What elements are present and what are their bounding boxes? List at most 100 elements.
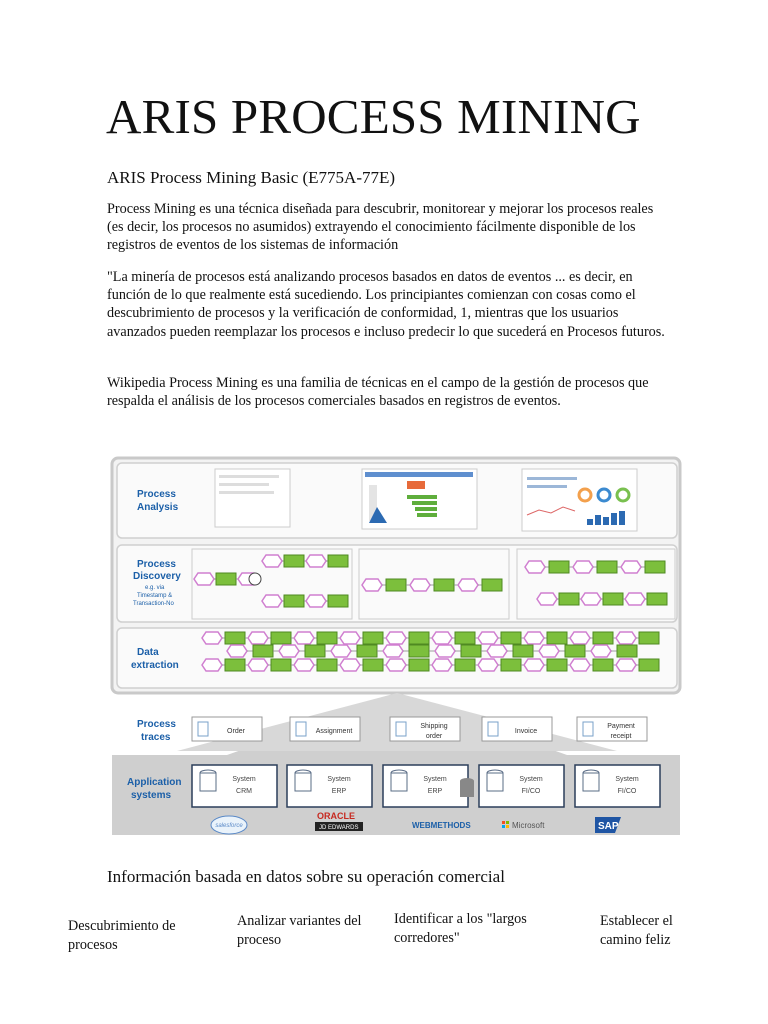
event-node xyxy=(580,592,602,606)
function-node xyxy=(327,554,349,568)
event-node xyxy=(201,658,223,672)
page-title: ARIS PROCESS MINING xyxy=(106,89,641,144)
feature-happy-path: Establecer el camino feliz xyxy=(600,913,673,948)
paragraph-definition: Process Mining es una técnica diseñada p… xyxy=(107,201,654,254)
vendor-logo: ORACLE xyxy=(317,811,355,821)
discovery-label-2: Discovery xyxy=(133,571,181,582)
function-node xyxy=(592,658,614,672)
event-node xyxy=(524,560,546,574)
analysis-screenshot-2 xyxy=(361,468,478,530)
function-node xyxy=(408,658,430,672)
function-node xyxy=(460,644,482,658)
vendor-logo: Microsoft xyxy=(512,821,545,830)
trace-label: receipt xyxy=(610,733,631,740)
function-node xyxy=(646,592,668,606)
event-node xyxy=(382,644,404,658)
trace-label: Assignment xyxy=(316,728,353,735)
function-node xyxy=(454,658,476,672)
function-node xyxy=(362,658,384,672)
discovery-note-2: Timestamp & xyxy=(137,593,172,599)
function-node xyxy=(283,554,305,568)
event-node xyxy=(538,644,560,658)
function-node xyxy=(224,631,246,645)
document-icon xyxy=(582,721,594,737)
svg-text:JD EDWARDS: JD EDWARDS xyxy=(319,825,358,831)
function-node xyxy=(500,631,522,645)
event-node xyxy=(305,594,327,608)
function-node xyxy=(548,560,570,574)
event-node xyxy=(247,658,269,672)
system-type: FI/CO xyxy=(618,788,637,795)
event-node xyxy=(293,631,315,645)
event-node xyxy=(247,631,269,645)
feature-variants: Analizar variantes del proceso xyxy=(237,913,362,948)
event-node xyxy=(536,592,558,606)
event-node xyxy=(523,631,545,645)
system-type: ERP xyxy=(332,788,347,795)
function-node xyxy=(481,578,503,592)
apps-label-2: systems xyxy=(131,790,171,801)
function-node xyxy=(433,578,455,592)
event-node xyxy=(486,644,508,658)
vendor-logo: WEBMETHODS xyxy=(412,821,471,830)
function-node xyxy=(327,594,349,608)
event-node xyxy=(523,658,545,672)
function-node xyxy=(592,631,614,645)
function-node xyxy=(356,644,378,658)
trace-card xyxy=(389,716,461,742)
event-node xyxy=(385,631,407,645)
function-node xyxy=(408,631,430,645)
system-name: System xyxy=(615,776,639,783)
document-icon xyxy=(197,721,209,737)
event-node xyxy=(361,578,383,592)
function-node xyxy=(224,658,246,672)
trace-label: Invoice xyxy=(515,728,537,735)
analysis-label-2: Analysis xyxy=(137,502,179,513)
function-node xyxy=(564,644,586,658)
trace-card xyxy=(576,716,648,742)
trace-card xyxy=(481,716,553,742)
traces-label-2: traces xyxy=(141,732,171,743)
analysis-screenshot-1 xyxy=(214,468,291,528)
event-node xyxy=(278,644,300,658)
function-node xyxy=(304,644,326,658)
event-node xyxy=(615,658,637,672)
apps-label-1: Application xyxy=(127,777,181,788)
event-node xyxy=(193,572,215,586)
event-node xyxy=(590,644,612,658)
function-node xyxy=(316,631,338,645)
event-node xyxy=(305,554,327,568)
system-name: System xyxy=(519,776,543,783)
system-type: ERP xyxy=(428,788,443,795)
discovery-flow xyxy=(193,554,668,608)
function-node xyxy=(546,631,568,645)
extraction-flow xyxy=(201,631,660,672)
extraction-label-2: extraction xyxy=(131,660,179,671)
trace-card xyxy=(289,716,361,742)
event-node xyxy=(431,631,453,645)
event-node xyxy=(226,644,248,658)
function-node xyxy=(644,560,666,574)
event-node xyxy=(569,658,591,672)
trace-label: Shipping xyxy=(420,723,447,730)
function-node xyxy=(500,658,522,672)
event-node xyxy=(339,631,361,645)
event-node xyxy=(624,592,646,606)
figure-caption: Información basada en datos sobre su ope… xyxy=(107,867,505,886)
function-node xyxy=(558,592,580,606)
product-subtitle: ARIS Process Mining Basic (E775A-77E) xyxy=(107,168,396,187)
process-mining-diagram: Process Analysis Process Discovery e.g. … xyxy=(110,456,682,835)
event-node xyxy=(330,644,352,658)
discovery-note-3: Transaction-No xyxy=(133,601,174,607)
paragraph-wikipedia: Wikipedia Process Mining es una familia … xyxy=(107,375,649,410)
extraction-label-1: Data xyxy=(137,647,159,658)
event-node xyxy=(572,560,594,574)
trace-label: order xyxy=(426,733,443,740)
event-node xyxy=(339,658,361,672)
system-type: CRM xyxy=(236,788,252,795)
function-node xyxy=(638,658,660,672)
trace-card xyxy=(191,716,263,742)
analysis-dashboard xyxy=(521,468,638,532)
trace-label: Order xyxy=(227,728,246,735)
